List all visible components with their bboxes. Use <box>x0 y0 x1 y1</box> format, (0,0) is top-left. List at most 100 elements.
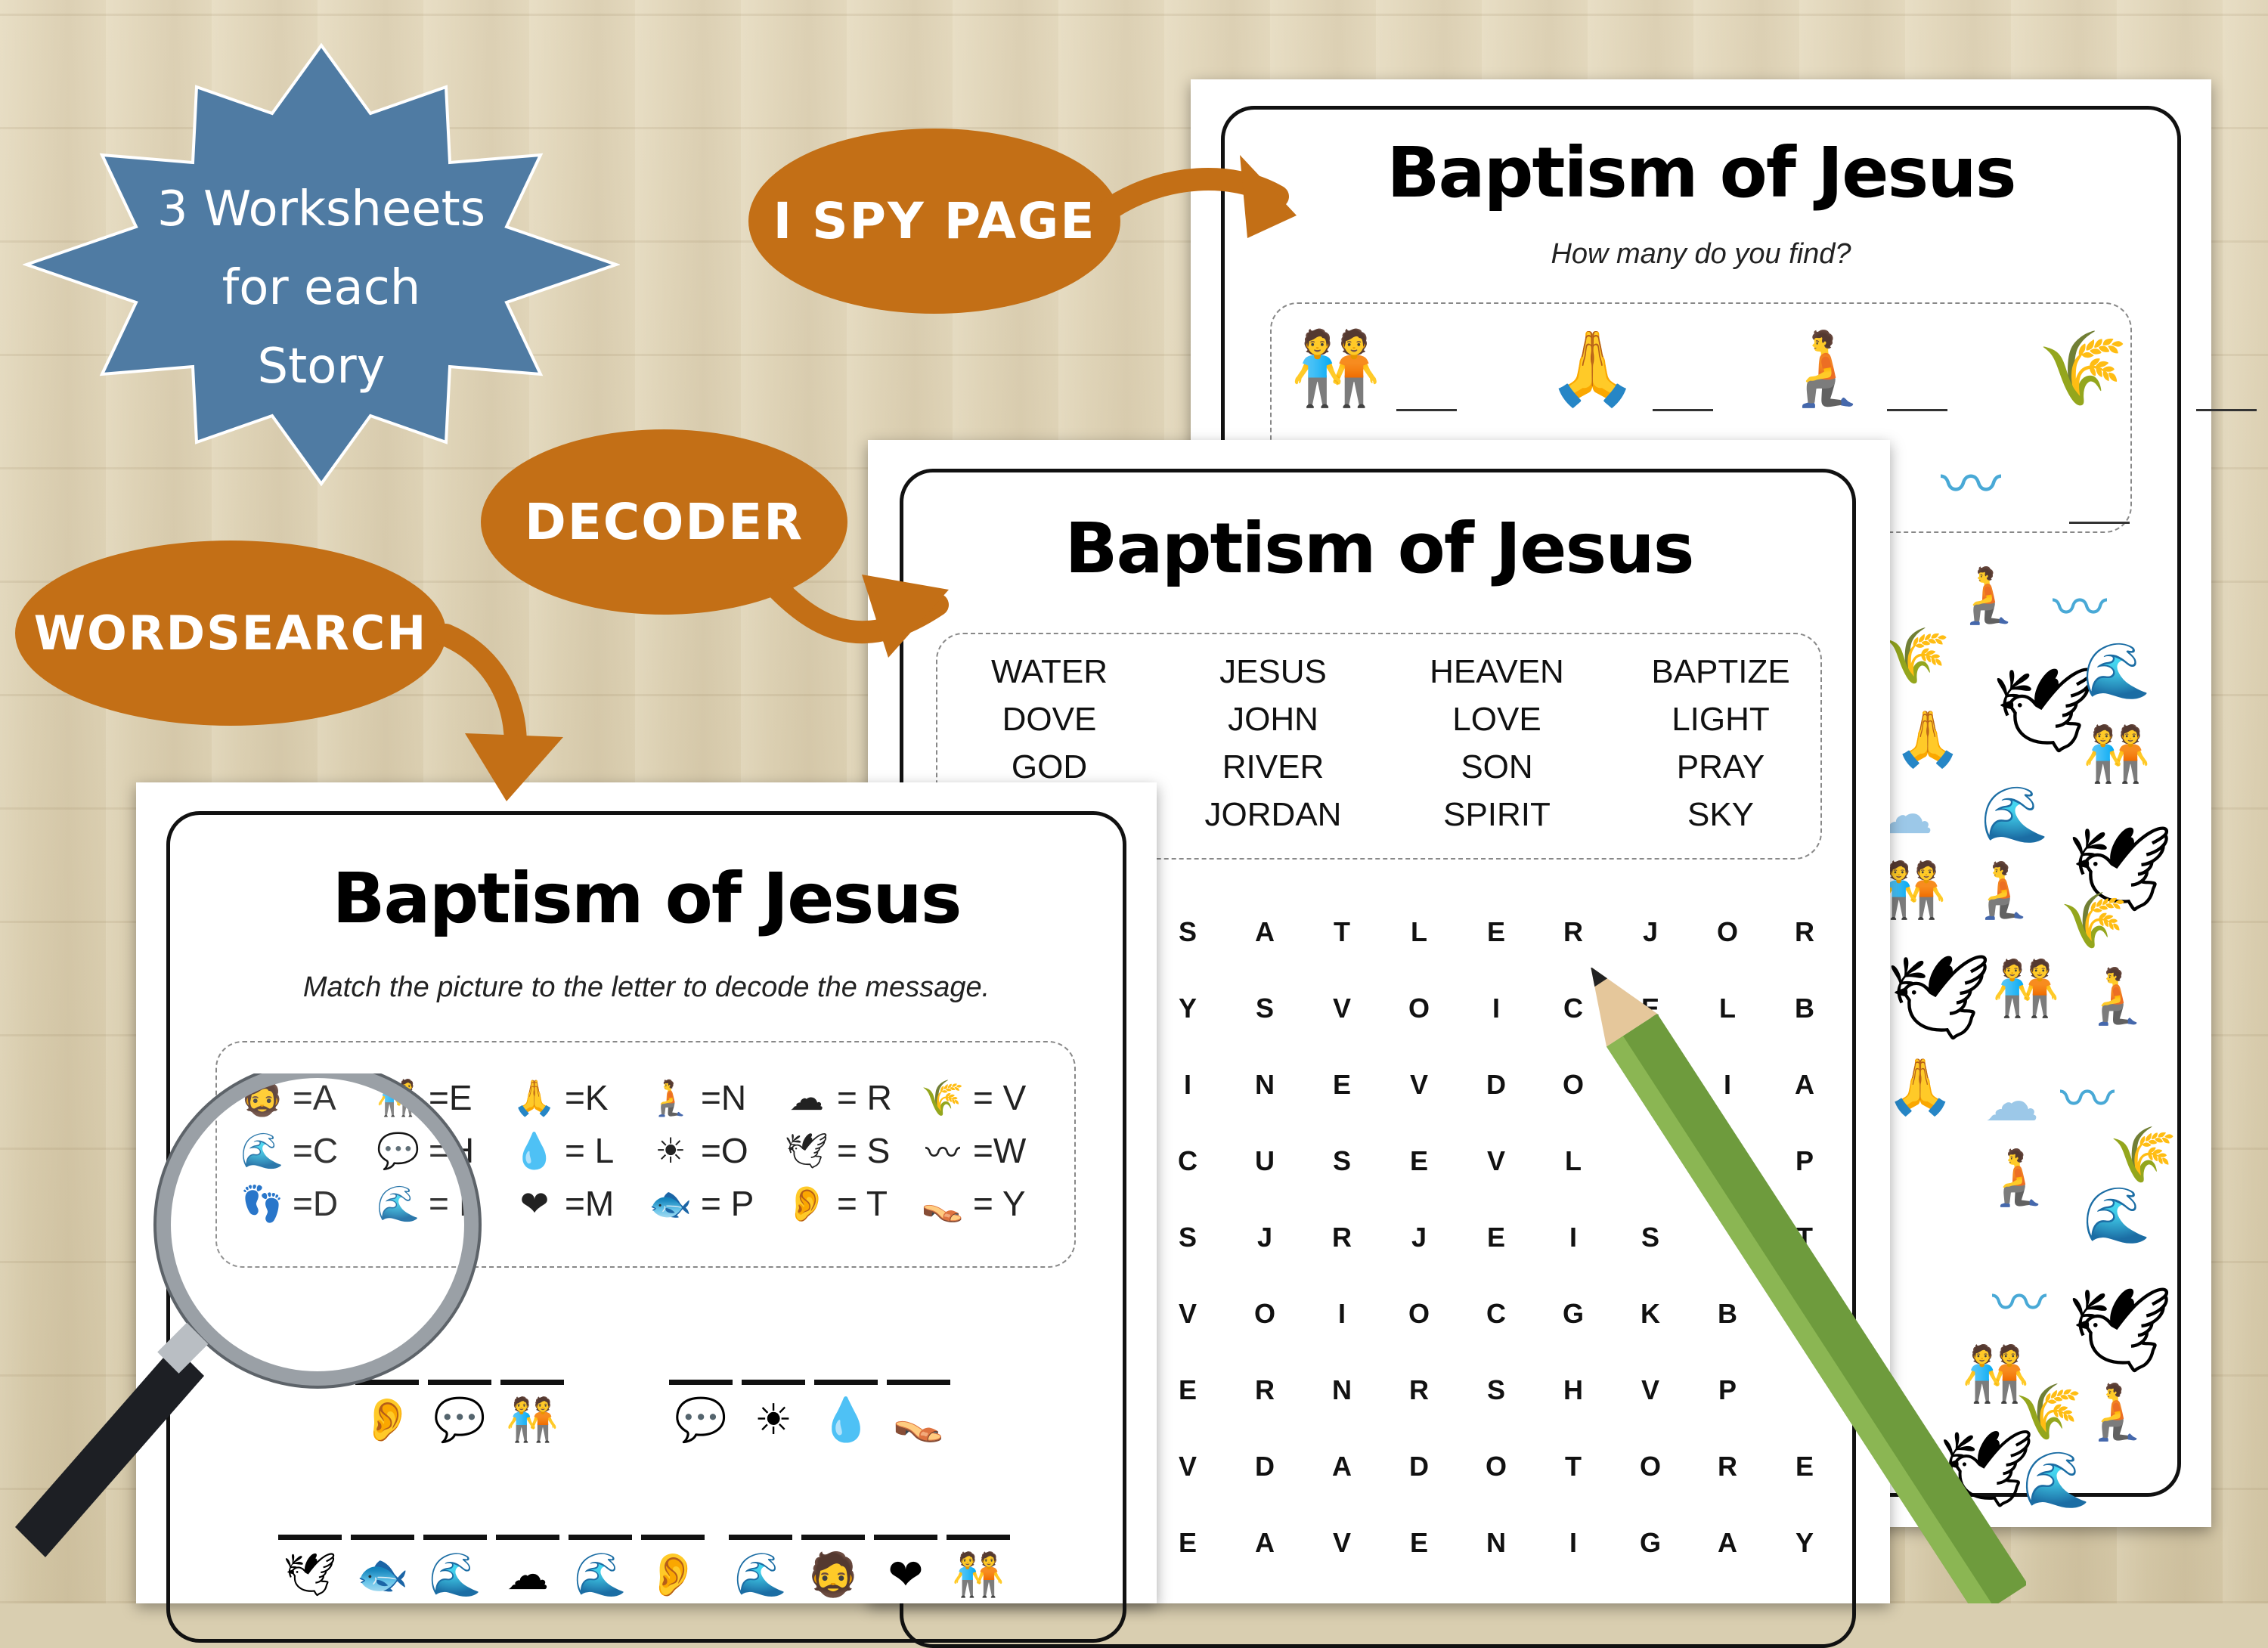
grid-letter[interactable]: Y <box>1795 1527 1814 1558</box>
grid-letter[interactable]: B <box>1718 1298 1737 1329</box>
letter-slot[interactable]: 💧 <box>814 1380 878 1442</box>
grid-letter[interactable]: I <box>1569 1527 1577 1558</box>
grid-letter[interactable]: S <box>1332 1145 1351 1176</box>
grid-letter[interactable]: E <box>1795 1451 1814 1482</box>
answer-line[interactable] <box>669 1380 733 1385</box>
grid-letter[interactable]: R <box>1795 916 1814 947</box>
grid-letter[interactable]: I <box>1569 1222 1577 1253</box>
count-blank[interactable] <box>1396 408 1457 411</box>
grid-letter[interactable]: T <box>1334 916 1350 947</box>
grid-letter[interactable]: N <box>1332 1374 1352 1405</box>
grid-letter[interactable]: O <box>1639 1451 1661 1482</box>
grid-letter[interactable]: J <box>1411 1222 1427 1253</box>
grid-letter[interactable]: S <box>1641 1222 1659 1253</box>
grid-letter[interactable]: G <box>1639 1527 1661 1558</box>
answer-line[interactable] <box>500 1380 564 1385</box>
grid-letter[interactable]: O <box>1562 1069 1584 1100</box>
grid-letter[interactable]: L <box>1411 916 1427 947</box>
grid-letter[interactable]: J <box>1642 916 1659 947</box>
grid-letter[interactable]: C <box>1178 1145 1198 1176</box>
grid-letter[interactable]: T <box>1565 1451 1582 1482</box>
letter-slot[interactable]: 🌊 <box>569 1535 632 1597</box>
answer-line[interactable] <box>428 1380 491 1385</box>
grid-letter[interactable]: V <box>1486 1145 1505 1176</box>
letter-slot[interactable]: ☀ <box>742 1380 805 1442</box>
grid-letter[interactable]: A <box>1718 1527 1737 1558</box>
letter-slot[interactable]: 🧔 <box>801 1535 865 1597</box>
grid-letter[interactable]: B <box>1795 993 1814 1024</box>
grid-letter[interactable]: V <box>1641 1374 1659 1405</box>
grid-letter[interactable]: C <box>1563 993 1583 1024</box>
grid-letter[interactable]: L <box>1719 993 1736 1024</box>
grid-letter[interactable]: S <box>1255 993 1274 1024</box>
grid-letter[interactable]: K <box>1641 1298 1660 1329</box>
grid-letter[interactable]: P <box>1718 1374 1737 1405</box>
grid-letter[interactable]: I <box>1337 1298 1346 1329</box>
grid-letter[interactable]: O <box>1485 1451 1507 1482</box>
grid-letter[interactable]: V <box>1409 1069 1428 1100</box>
grid-letter[interactable]: H <box>1563 1374 1583 1405</box>
letter-slot[interactable]: 💬 <box>669 1380 733 1442</box>
letter-slot[interactable]: 👡 <box>887 1380 950 1442</box>
letter-slot[interactable]: 👂 <box>355 1380 419 1442</box>
answer-line[interactable] <box>641 1535 705 1540</box>
count-blank[interactable] <box>2196 408 2257 411</box>
grid-letter[interactable]: V <box>1332 1527 1351 1558</box>
answer-line[interactable] <box>874 1535 937 1540</box>
answer-line[interactable] <box>423 1535 487 1540</box>
grid-letter[interactable]: J <box>1256 1222 1273 1253</box>
answer-line[interactable] <box>496 1535 559 1540</box>
grid-letter[interactable]: E <box>1332 1069 1351 1100</box>
grid-letter[interactable]: I <box>1723 1069 1731 1100</box>
grid-letter[interactable]: R <box>1718 1451 1737 1482</box>
letter-slot[interactable]: 🧑‍🤝‍🧑 <box>500 1380 564 1442</box>
letter-slot[interactable]: ☁ <box>496 1535 559 1597</box>
answer-line[interactable] <box>569 1535 632 1540</box>
grid-letter[interactable]: A <box>1255 916 1275 947</box>
grid-letter[interactable]: D <box>1486 1069 1506 1100</box>
grid-letter[interactable]: E <box>1409 1527 1428 1558</box>
grid-letter[interactable]: A <box>1795 1069 1814 1100</box>
grid-letter[interactable]: E <box>1486 916 1505 947</box>
grid-letter[interactable]: N <box>1255 1069 1275 1100</box>
grid-letter[interactable]: O <box>1716 916 1738 947</box>
grid-letter[interactable]: R <box>1563 916 1583 947</box>
grid-letter[interactable]: N <box>1486 1527 1506 1558</box>
grid-letter[interactable]: O <box>1408 1298 1430 1329</box>
answer-line[interactable] <box>947 1535 1010 1540</box>
grid-letter[interactable]: G <box>1562 1298 1584 1329</box>
grid-letter[interactable]: E <box>1178 1374 1197 1405</box>
grid-letter[interactable]: R <box>1409 1374 1429 1405</box>
grid-letter[interactable]: S <box>1486 1374 1505 1405</box>
letter-slot[interactable]: 🐟 <box>351 1535 414 1597</box>
grid-letter[interactable]: V <box>1178 1451 1197 1482</box>
grid-letter[interactable]: C <box>1486 1298 1506 1329</box>
count-blank[interactable] <box>1653 408 1714 411</box>
answer-line[interactable] <box>887 1380 950 1385</box>
grid-letter[interactable]: O <box>1408 993 1430 1024</box>
grid-letter[interactable]: S <box>1178 1222 1197 1253</box>
letter-slot[interactable]: 🕊 <box>278 1535 342 1597</box>
grid-letter[interactable]: E <box>1486 1222 1505 1253</box>
letter-slot[interactable]: 💬 <box>428 1380 491 1442</box>
answer-line[interactable] <box>742 1380 805 1385</box>
grid-letter[interactable]: A <box>1255 1527 1275 1558</box>
grid-letter[interactable]: O <box>1253 1298 1275 1329</box>
grid-letter[interactable]: R <box>1332 1222 1352 1253</box>
grid-letter[interactable]: E <box>1178 1527 1197 1558</box>
grid-letter[interactable]: U <box>1255 1145 1275 1176</box>
grid-letter[interactable]: D <box>1255 1451 1275 1482</box>
grid-letter[interactable]: Y <box>1178 993 1197 1024</box>
letter-slot[interactable]: 🧑‍🤝‍🧑 <box>947 1535 1010 1597</box>
letter-slot[interactable]: ❤ <box>874 1535 937 1597</box>
answer-line[interactable] <box>729 1535 792 1540</box>
grid-letter[interactable]: D <box>1409 1451 1429 1482</box>
count-blank[interactable] <box>2069 521 2130 524</box>
grid-letter[interactable]: L <box>1565 1145 1582 1176</box>
letter-slot[interactable]: 🌊 <box>729 1535 792 1597</box>
grid-letter[interactable]: I <box>1183 1069 1191 1100</box>
grid-letter[interactable]: E <box>1409 1145 1428 1176</box>
grid-letter[interactable]: I <box>1492 993 1500 1024</box>
answer-line[interactable] <box>814 1380 878 1385</box>
count-blank[interactable] <box>1886 408 1947 411</box>
